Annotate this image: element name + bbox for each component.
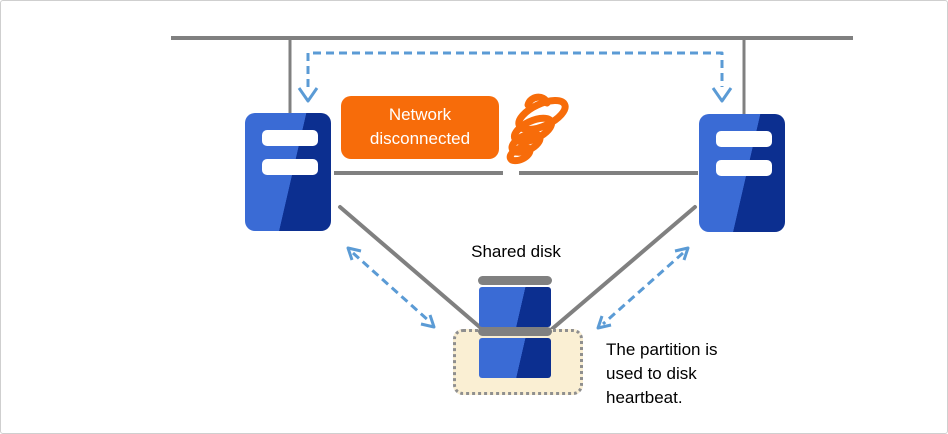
disk-cap-top bbox=[478, 276, 552, 285]
arrow-down-icon bbox=[297, 87, 319, 103]
arrow-down-icon bbox=[711, 87, 733, 103]
disk-link-right-line bbox=[550, 205, 697, 331]
server-slot-icon bbox=[262, 130, 318, 146]
heartbeat-arrow-left bbox=[346, 246, 436, 329]
arrow-up-right-icon bbox=[674, 246, 690, 261]
arrow-down-right-icon bbox=[420, 314, 436, 329]
partition-note: The partition is used to disk heartbeat. bbox=[606, 340, 718, 407]
server-slot-icon bbox=[716, 160, 772, 176]
server-slot-icon bbox=[262, 159, 318, 175]
network-disconnected-badge: Network disconnected bbox=[341, 96, 499, 159]
server-icon-left bbox=[245, 113, 331, 231]
arrow-down-left-icon bbox=[596, 315, 612, 330]
failover-dashed-arrow bbox=[297, 51, 733, 103]
disconnect-coil-icon bbox=[506, 93, 569, 165]
disk-link-left-line bbox=[338, 205, 484, 331]
shared-disk-label: Shared disk bbox=[471, 242, 561, 261]
disk-platter-top bbox=[479, 287, 551, 327]
disk-platter-partition bbox=[479, 338, 551, 378]
arrow-up-left-icon bbox=[346, 246, 362, 261]
server-slot-icon bbox=[716, 131, 772, 147]
heartbeat-arrow-right bbox=[596, 246, 690, 330]
disk-cap-middle bbox=[478, 327, 552, 336]
server-icon-right bbox=[699, 114, 785, 232]
